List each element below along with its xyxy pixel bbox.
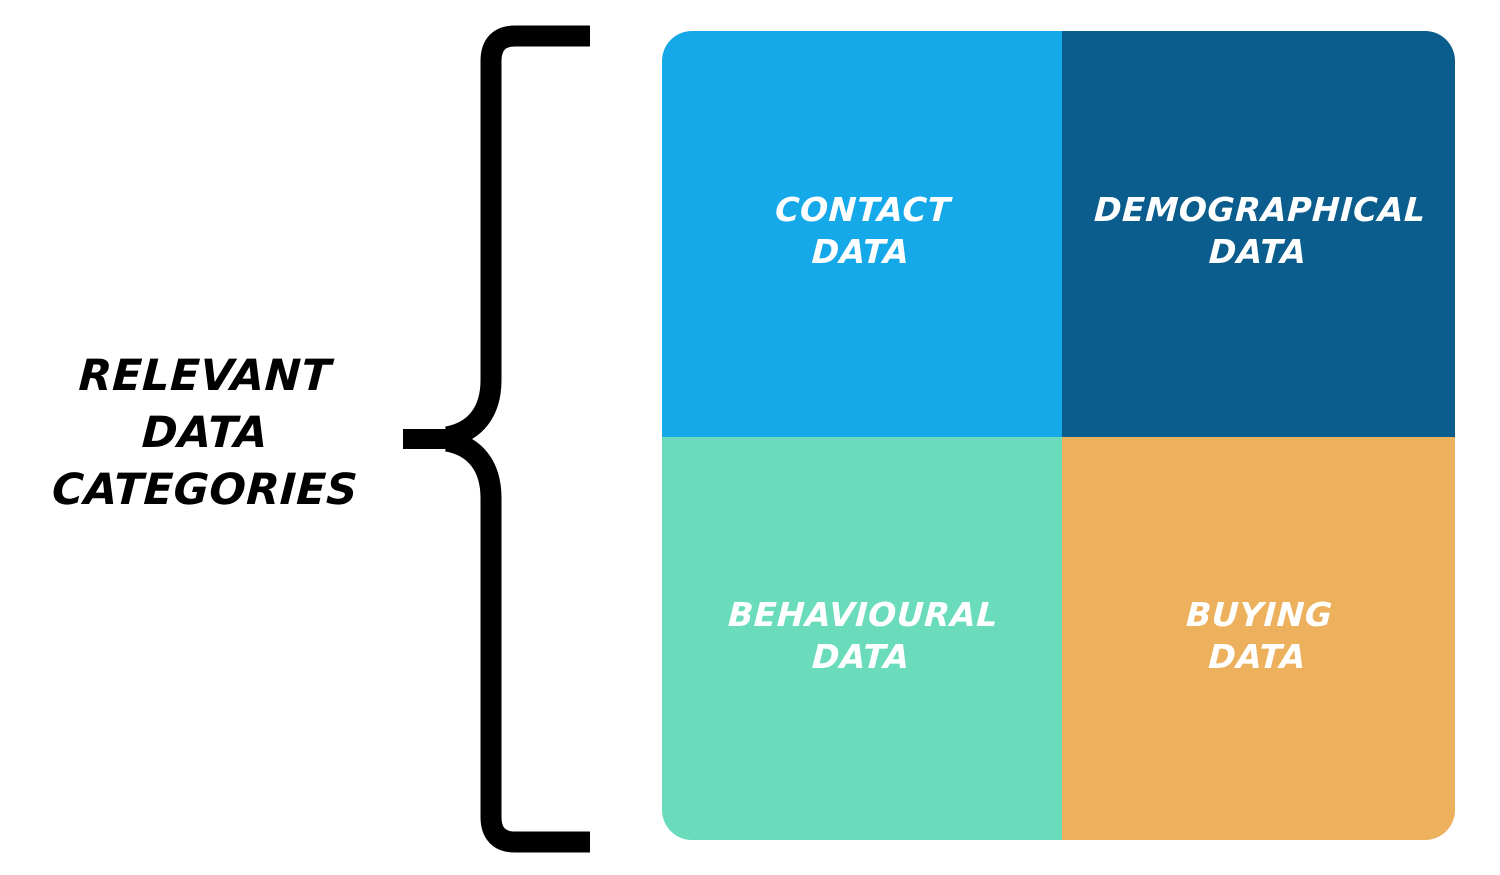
curly-brace-icon [395, 8, 610, 870]
title-line-1: RELEVANT [77, 351, 333, 401]
title-line-2: DATA [140, 408, 270, 458]
quadrant-contact-data[interactable]: CONTACT DATA [662, 31, 1062, 437]
diagram-title: RELEVANT DATA CATEGORIES [30, 348, 380, 519]
quadrant-buying-label: BUYING DATA [1175, 437, 1343, 840]
quadrant-contact-label: CONTACT DATA [764, 31, 961, 437]
quadrant-behavioural-line2: DATA [811, 637, 911, 676]
quadrant-buying-data[interactable]: BUYING DATA [1062, 437, 1455, 840]
quadrant-demographical-data[interactable]: DEMOGRAPHICAL DATA [1062, 31, 1455, 437]
quadrant-behavioural-data[interactable]: BEHAVIOURAL DATA [662, 437, 1062, 840]
quadrant-contact-line2: DATA [811, 232, 911, 271]
quadrant-buying-line2: DATA [1207, 637, 1308, 676]
quadrant-demographical-label: DEMOGRAPHICAL DATA [1082, 31, 1435, 437]
quadrant-contact-line1: CONTACT [774, 190, 952, 229]
quadrant-demographical-line1: DEMOGRAPHICAL [1092, 190, 1427, 229]
quadrant-buying-line1: BUYING [1185, 595, 1334, 634]
quadrant-grid: CONTACT DATA DEMOGRAPHICAL DATA BEHAVIOU… [662, 31, 1455, 840]
title-line-3: CATEGORIES [50, 465, 360, 515]
quadrant-behavioural-line1: BEHAVIOURAL [727, 595, 1000, 634]
quadrant-behavioural-label: BEHAVIOURAL DATA [717, 437, 1008, 840]
quadrant-demographical-line2: DATA [1207, 232, 1308, 271]
